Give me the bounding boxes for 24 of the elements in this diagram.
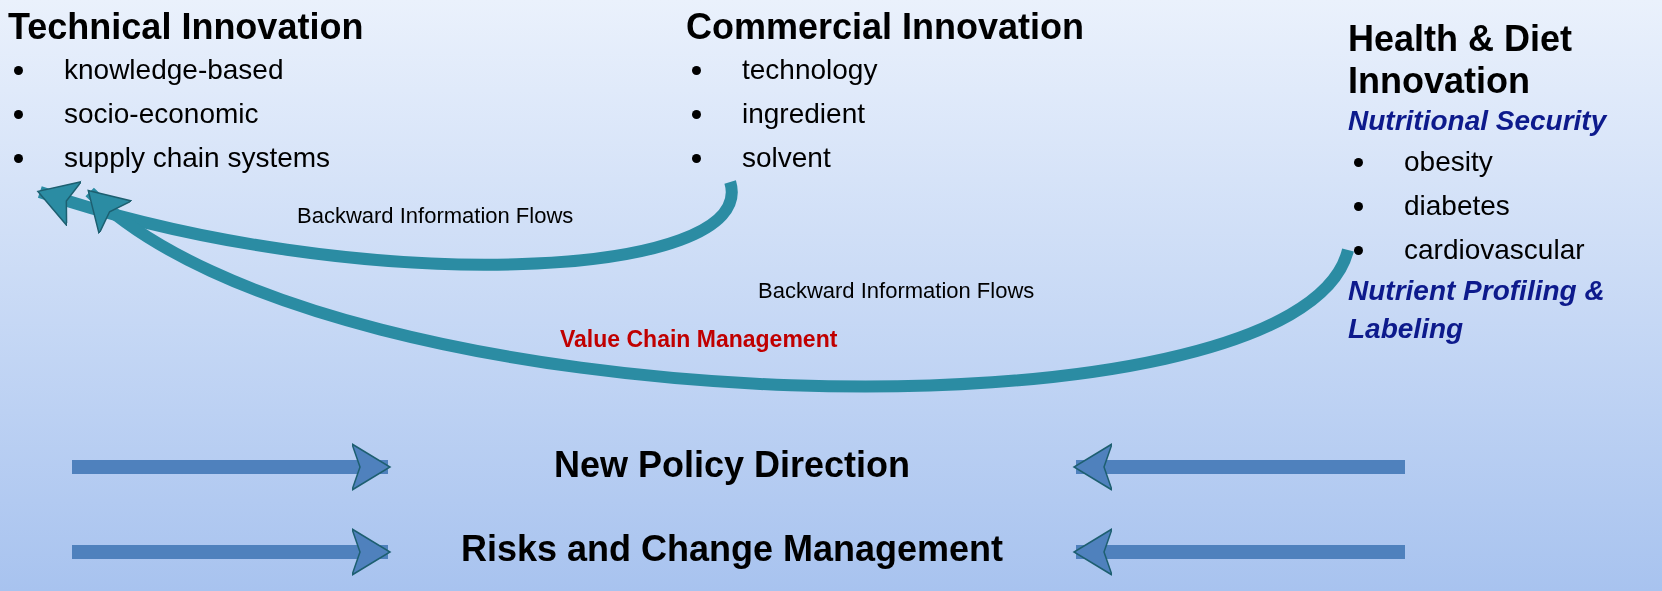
subheading: Nutrient Profiling & Labeling <box>1348 274 1606 346</box>
curved-arrow <box>86 187 1353 392</box>
bullet-text: cardiovascular <box>1404 234 1585 265</box>
heading: Risks and Change Management <box>459 528 1005 570</box>
bullet-text: solvent <box>742 142 831 173</box>
note-label: Value Chain Management <box>560 326 838 353</box>
heading: Commercial Innovation <box>686 6 1086 48</box>
bullet-text: knowledge-based <box>64 54 284 85</box>
heading: New Policy Direction <box>552 444 912 486</box>
heading: Technical Innovation <box>8 6 365 48</box>
bullet-text: ingredient <box>742 98 865 129</box>
bullet-text: diabetes <box>1404 190 1510 221</box>
subheading: Nutritional Security <box>1348 104 1609 138</box>
edge-label: Backward Information Flows <box>758 278 1035 304</box>
arrow <box>72 443 391 491</box>
arrow <box>1073 443 1405 491</box>
bullet-text: technology <box>742 54 878 85</box>
bullet-text: obesity <box>1404 146 1493 177</box>
arrow <box>1073 528 1405 576</box>
bullet-text: supply chain systems <box>64 142 331 173</box>
bullet-text: socio-economic <box>64 98 259 129</box>
heading: Health & Diet Innovation <box>1348 18 1574 102</box>
edge-label: Backward Information Flows <box>297 203 574 229</box>
arrow <box>72 528 391 576</box>
